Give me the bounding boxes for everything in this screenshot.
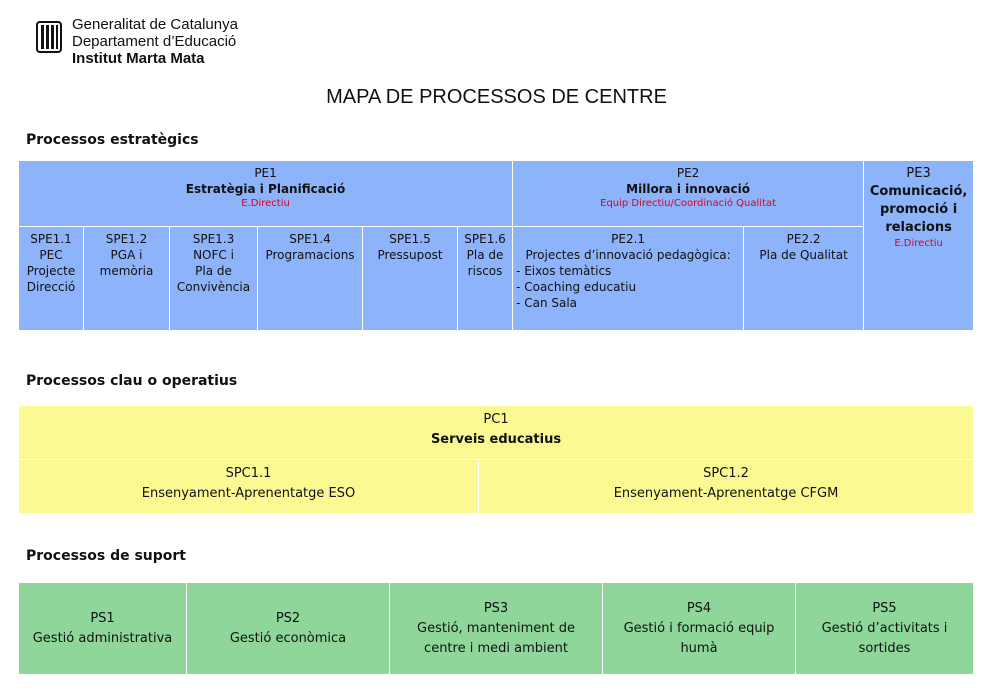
ps4-line-1: Gestió i formació equip bbox=[623, 620, 775, 636]
cell-spe1-1: SPE1.1 PEC Projecte Direcció bbox=[18, 226, 84, 331]
spe1-3-line-1: NOFC i bbox=[193, 248, 234, 262]
cell-ps3: PS3 Gestió, manteniment de centre i medi… bbox=[389, 582, 603, 675]
spe1-5-code: SPE1.5 bbox=[389, 232, 431, 246]
org-line-2: Departament d’Educació bbox=[72, 33, 237, 50]
pe3-code: PE3 bbox=[906, 166, 931, 181]
pe2-name: Millora i innovació bbox=[626, 182, 750, 196]
spc1-1-name: Ensenyament-Aprenentatge ESO bbox=[141, 486, 356, 501]
generalitat-logo-icon bbox=[36, 21, 62, 53]
ps1-code: PS1 bbox=[90, 610, 115, 626]
ps5-code: PS5 bbox=[872, 600, 897, 616]
cell-ps5: PS5 Gestió d’activitats i sortides bbox=[795, 582, 974, 675]
pe2-1-intro: Projectes d’innovació pedagògica: bbox=[525, 248, 731, 262]
spe1-2-line-1: PGA i bbox=[110, 248, 143, 262]
spe1-4-code: SPE1.4 bbox=[289, 232, 331, 246]
spe1-3-line-2: Pla de bbox=[195, 264, 232, 278]
cell-spe1-6: SPE1.6 Pla de riscos bbox=[456, 226, 514, 331]
ps5-line-1: Gestió d’activitats i bbox=[821, 620, 948, 636]
cell-spe1-5: SPE1.5 Pressupost bbox=[362, 226, 458, 331]
spe1-1-line-1: PEC bbox=[39, 248, 63, 262]
org-line-3: Institut Marta Mata bbox=[72, 50, 205, 67]
spe1-6-line-2: riscos bbox=[467, 264, 503, 278]
pe2-1-item: - Coaching educatiu bbox=[516, 280, 637, 294]
spe1-6-code: SPE1.6 bbox=[464, 232, 506, 246]
cell-ps2: PS2 Gestió econòmica bbox=[186, 582, 390, 675]
pe2-code: PE2 bbox=[676, 166, 700, 180]
cell-spe1-4: SPE1.4 Programacions bbox=[257, 226, 363, 331]
pe2-1-item: - Can Sala bbox=[516, 296, 578, 310]
pe1-owner: E.Directiu bbox=[241, 198, 290, 209]
cell-pe2: PE2 Millora i innovació Equip Directiu/C… bbox=[512, 160, 865, 227]
spc1-2-name: Ensenyament-Aprenentatge CFGM bbox=[613, 486, 839, 501]
pe3-owner: E.Directiu bbox=[894, 238, 943, 249]
cell-pe2-2: PE2.2 Pla de Qualitat bbox=[743, 226, 865, 331]
pe2-1-code: PE2.1 bbox=[611, 232, 646, 246]
cell-ps1: PS1 Gestió administrativa bbox=[18, 582, 187, 675]
ps5-line-2: sortides bbox=[858, 640, 911, 656]
section-label-key: Processos clau o operatius bbox=[26, 373, 238, 389]
cell-ps4: PS4 Gestió i formació equip humà bbox=[602, 582, 796, 675]
pe1-code: PE1 bbox=[254, 166, 277, 180]
cell-spc1-2: SPC1.2 Ensenyament-Aprenentatge CFGM bbox=[478, 459, 974, 514]
cell-spc1-1: SPC1.1 Ensenyament-Aprenentatge ESO bbox=[18, 459, 479, 514]
ps2-code: PS2 bbox=[275, 610, 301, 626]
spe1-1-line-2: Projecte bbox=[26, 264, 76, 278]
ps3-line-2: centre i medi ambient bbox=[424, 640, 568, 656]
spe1-5-line-1: Pressupost bbox=[377, 248, 443, 262]
pe3-name-line-3: relacions bbox=[885, 220, 952, 235]
spc1-2-code: SPC1.2 bbox=[703, 466, 749, 481]
spe1-6-line-1: Pla de bbox=[466, 248, 504, 262]
cell-pe3: PE3 Comunicació, promoció i relacions E.… bbox=[863, 160, 975, 331]
ps2-line-1: Gestió econòmica bbox=[229, 630, 347, 646]
spe1-2-code: SPE1.2 bbox=[105, 232, 148, 246]
organization-name: Generalitat de Catalunya Departament d’E… bbox=[72, 16, 238, 67]
ps1-line-1: Gestió administrativa bbox=[32, 630, 173, 646]
cell-spe1-3: SPE1.3 NOFC i Pla de Convivència bbox=[169, 226, 258, 331]
cell-pe2-1: PE2.1 Projectes d’innovació pedagògica: … bbox=[512, 226, 745, 331]
spe1-1-code: SPE1.1 bbox=[30, 232, 72, 246]
section-label-strategic: Processos estratègics bbox=[26, 132, 199, 148]
strategic-processes-table: PE1 Estratègia i Planificació E.Directiu… bbox=[17, 160, 975, 331]
spe1-4-line-1: Programacions bbox=[265, 248, 355, 262]
page-title: MAPA DE PROCESSOS DE CENTRE bbox=[326, 86, 667, 108]
cell-pe1: PE1 Estratègia i Planificació E.Directiu bbox=[17, 160, 514, 227]
pc1-name: Serveis educatius bbox=[430, 432, 562, 447]
spe1-1-line-3: Direcció bbox=[26, 280, 76, 294]
pe3-name-line-1: Comunicació, bbox=[869, 184, 968, 199]
cell-pc1: PC1 Serveis educatius bbox=[18, 405, 974, 460]
ps3-code: PS3 bbox=[483, 600, 509, 616]
spe1-3-line-3: Convivència bbox=[176, 280, 251, 294]
pe2-2-code: PE2.2 bbox=[786, 232, 821, 246]
pc1-code: PC1 bbox=[483, 412, 509, 427]
pe2-1-item: - Eixos temàtics bbox=[516, 264, 612, 278]
support-processes-table: PS1 Gestió administrativa PS2 Gestió eco… bbox=[18, 582, 974, 675]
spe1-2-line-2: memòria bbox=[99, 264, 154, 278]
pe2-2-name: Pla de Qualitat bbox=[759, 248, 848, 262]
ps3-line-1: Gestió, manteniment de bbox=[417, 620, 575, 636]
pe2-owner: Equip Directiu/Coordinació Qualitat bbox=[600, 198, 777, 209]
cell-spe1-2: SPE1.2 PGA i memòria bbox=[83, 226, 170, 331]
key-processes-table: PC1 Serveis educatius SPC1.1 Ensenyament… bbox=[18, 405, 974, 514]
ps4-line-2: humà bbox=[680, 640, 718, 656]
org-line-1: Generalitat de Catalunya bbox=[72, 16, 238, 33]
pe1-name: Estratègia i Planificació bbox=[185, 182, 346, 196]
pe3-name-line-2: promoció i bbox=[879, 202, 958, 217]
spe1-3-code: SPE1.3 bbox=[192, 232, 235, 246]
ps4-code: PS4 bbox=[686, 600, 712, 616]
spc1-1-code: SPC1.1 bbox=[225, 466, 272, 481]
section-label-support: Processos de suport bbox=[26, 548, 186, 564]
